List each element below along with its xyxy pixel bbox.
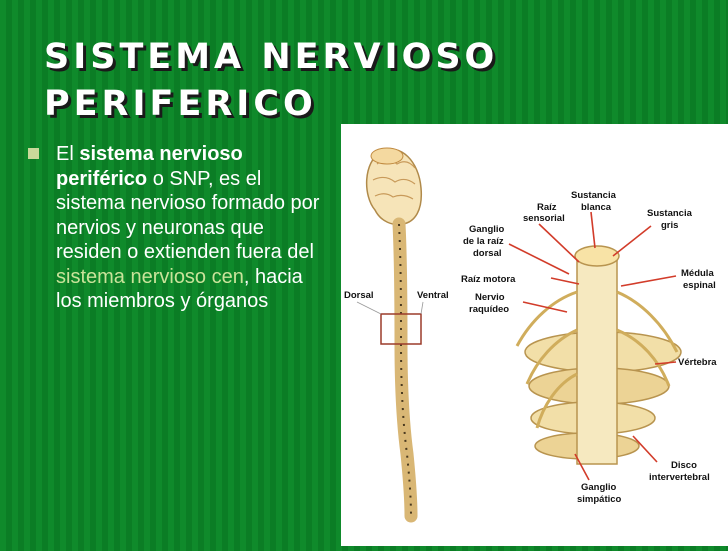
label-ganglio-raiz-3: dorsal: [473, 248, 502, 259]
label-medula-espinal-2: espinal: [683, 280, 716, 291]
title-line-2: PERIFERICO: [44, 84, 317, 124]
label-sustancia-gris-1: Sustancia: [647, 208, 693, 219]
label-vertebra: Vértebra: [678, 357, 717, 368]
head-spine-figure: [356, 147, 424, 523]
nervous-system-diagram: Dorsal Ventral Raíz sensorial Sustancia …: [344, 147, 717, 523]
bullet-square-icon: [28, 148, 39, 159]
label-raiz-sensorial-1: Raíz: [537, 202, 557, 213]
label-arrows: [508, 211, 677, 481]
label-sustancia-gris-2: gris: [661, 220, 678, 231]
label-ventral: Ventral: [417, 290, 449, 301]
bullet-term: sistema nervioso periférico: [56, 143, 243, 190]
label-disco-2: intervertebral: [649, 472, 710, 483]
label-sustancia-blanca-1: Sustancia: [571, 190, 617, 201]
label-raiz-sensorial-2: sensorial: [523, 213, 565, 224]
label-disco-1: Disco: [671, 460, 697, 471]
slide-title: SISTEMA NERVIOSO PERIFERICO: [44, 34, 498, 128]
bullet-text-3: , hacia los miembros y órganos: [56, 265, 303, 313]
bullet-item: El sistema nervioso periférico o SNP, es…: [56, 142, 326, 314]
label-dorsal: Dorsal: [344, 290, 374, 301]
label-sustancia-blanca-2: blanca: [581, 202, 612, 213]
label-ganglio-raiz-1: Ganglio: [469, 224, 505, 235]
label-nervio-raquideo-1: Nervio: [475, 292, 505, 303]
bullet-link[interactable]: sistema nervioso cen: [56, 265, 244, 288]
label-medula-espinal-1: Médula: [681, 268, 714, 279]
label-ganglio-simpatico-1: Ganglio: [581, 482, 617, 493]
title-line-1: SISTEMA NERVIOSO: [44, 37, 499, 77]
bullet-text-1: El: [56, 143, 80, 165]
label-nervio-raquideo-2: raquídeo: [469, 304, 509, 315]
label-raiz-motora: Raíz motora: [461, 274, 516, 285]
bullet-text-2: o SNP, es el sistema nervioso formado po…: [56, 167, 320, 264]
label-ganglio-simpatico-2: simpático: [577, 494, 622, 505]
spinal-segment-detail: [515, 245, 682, 465]
nervous-system-illustration: Dorsal Ventral Raíz sensorial Sustancia …: [341, 124, 728, 546]
label-ganglio-raiz-2: de la raíz: [463, 236, 504, 247]
